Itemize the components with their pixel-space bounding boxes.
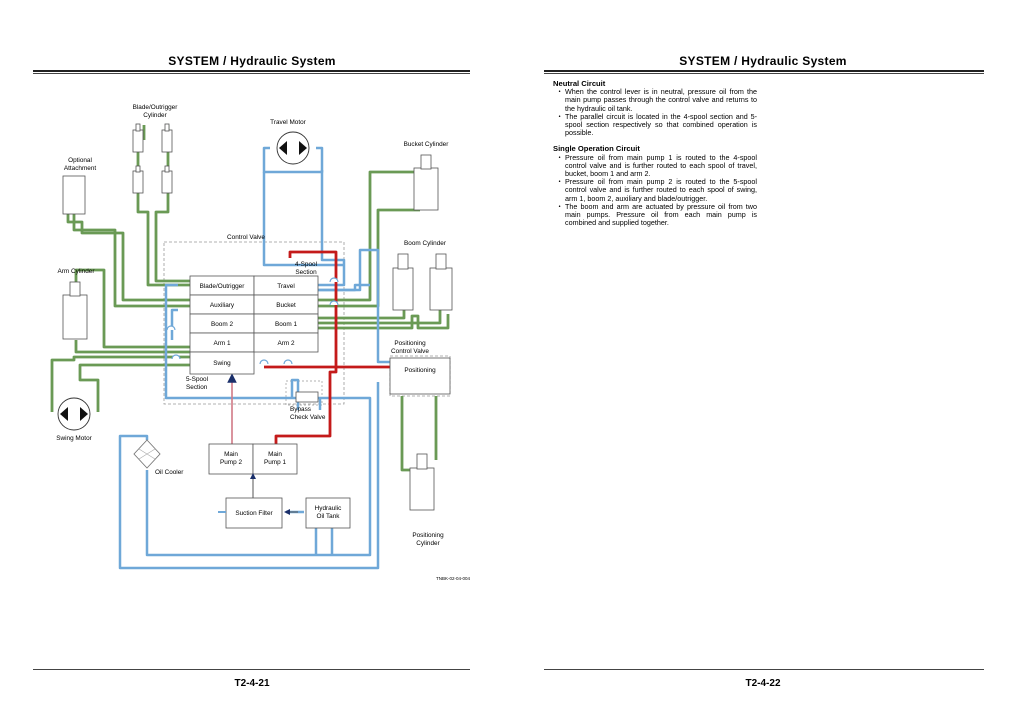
section-title-neutral: Neutral Circuit (553, 79, 606, 88)
svg-text:Cylinder: Cylinder (143, 112, 167, 119)
label-4-spool: 4-Spool (295, 261, 317, 268)
label-positioning: Positioning (404, 367, 436, 374)
label-travel-motor: Travel Motor (270, 119, 307, 126)
cylinders (62, 123, 453, 529)
label-main-pump-2: Main (224, 451, 238, 458)
right-page: SYSTEM / Hydraulic System T2-4-22 (511, 0, 1022, 722)
spool-swing (189, 351, 255, 375)
svg-text:Section: Section (295, 269, 317, 276)
oil-cooler (133, 439, 161, 469)
left-header-rule (33, 70, 470, 72)
label-bypass-check-valve: Bypass (290, 406, 311, 413)
left-page-footer: T2-4-21 (234, 678, 270, 689)
svg-text:Auxiliary: Auxiliary (210, 302, 235, 309)
label-oil-cooler: Oil Cooler (155, 469, 184, 476)
label-optional-attachment: Optional (68, 157, 92, 164)
control-valve (189, 275, 319, 375)
left-footer-rule (33, 669, 470, 670)
main-pump-2 (208, 443, 254, 475)
svg-text:Pump 2: Pump 2 (220, 459, 242, 466)
svg-text:Check Valve: Check Valve (290, 414, 326, 421)
spool-labels: Blade/Outrigger Travel Auxiliary Bucket … (200, 283, 298, 367)
list-item: ・Pressure oil from main pump 1 is routed… (556, 152, 757, 179)
label-main-pump-1: Main (268, 451, 282, 458)
swing-motor-icon (57, 397, 91, 431)
label-5-spool: 5-Spool (186, 376, 208, 383)
label-hydraulic-oil-tank: Hydraulic (315, 505, 342, 512)
svg-text:Control Valve: Control Valve (391, 348, 429, 355)
svg-text:Attachment: Attachment (64, 165, 97, 172)
circuit-description: Neutral Circuit ・When the control lever … (553, 79, 757, 235)
figure-id: TNBK-02-04-004 (436, 576, 471, 581)
svg-text:Bucket: Bucket (276, 302, 296, 309)
svg-text:Boom 1: Boom 1 (275, 321, 297, 328)
left-page-header: SYSTEM / Hydraulic System (168, 54, 336, 68)
svg-text:Blade/Outrigger: Blade/Outrigger (200, 283, 246, 290)
spool-arm2 (253, 332, 319, 353)
right-page-header: SYSTEM / Hydraulic System (679, 54, 847, 68)
diagram-labels: Blade/Outrigger Cylinder Travel Motor Bu… (56, 104, 470, 581)
label-arm-cylinder: Arm Cylinder (58, 268, 96, 275)
label-suction-filter: Suction Filter (235, 510, 273, 517)
svg-text:Pump 1: Pump 1 (264, 459, 286, 466)
arm-cylinder (62, 294, 88, 340)
crossover-arcs (166, 277, 339, 365)
svg-text:Oil Tank: Oil Tank (317, 513, 341, 520)
svg-text:Swing: Swing (213, 360, 231, 367)
neutral-circuit-list: ・When the control lever is in neutral, p… (553, 87, 757, 138)
label-positioning-control-valve: Positioning (394, 340, 426, 347)
svg-text:Travel: Travel (277, 283, 295, 290)
boom-cylinder-2 (429, 267, 453, 311)
bypass-valve-envelope (285, 380, 323, 406)
blade-cylinder (132, 129, 144, 153)
boom-cylinder-1 (392, 267, 414, 311)
label-swing-motor: Swing Motor (56, 435, 92, 442)
right-page-footer: T2-4-22 (745, 678, 781, 689)
swing-motor (57, 397, 91, 431)
left-page: SYSTEM / Hydraulic System T2-4-21 (33, 54, 470, 689)
label-boom-cylinder: Boom Cylinder (404, 240, 447, 247)
positioning-valve (389, 357, 451, 395)
label-positioning-cylinder: Positioning (412, 532, 444, 539)
list-item: ・The boom and arm are actuated by pressu… (556, 201, 757, 228)
svg-text:Boom 2: Boom 2 (211, 321, 233, 328)
optional-attachment (62, 175, 86, 215)
right-header-rule (544, 70, 984, 72)
single-operation-list: ・Pressure oil from main pump 1 is routed… (553, 152, 757, 228)
right-footer-rule (544, 669, 984, 670)
list-item: ・When the control lever is in neutral, p… (556, 87, 757, 113)
travel-motor-icon (276, 131, 310, 165)
list-item: ・Pressure oil from main pump 2 is routed… (556, 177, 757, 203)
list-item: ・The parallel circuit is located in the … (556, 111, 757, 138)
bypass-check-valve (295, 391, 319, 403)
section-title-single-operation: Single Operation Circuit (553, 144, 640, 154)
travel-motor (276, 131, 310, 165)
label-bucket-cylinder: Bucket Cylinder (404, 141, 450, 148)
svg-text:Arm 1: Arm 1 (213, 340, 230, 347)
bucket-cylinder (413, 167, 439, 211)
svg-text:Arm 2: Arm 2 (277, 340, 294, 347)
label-blade-cylinder: Blade/Outrigger (133, 104, 179, 111)
label-control-valve: Control Valve (227, 234, 265, 241)
hydraulic-oil-tank (305, 497, 351, 529)
positioning-cylinder (409, 467, 435, 511)
svg-text:Section: Section (186, 384, 208, 391)
return-lines (118, 146, 390, 570)
pump-line (264, 250, 390, 445)
svg-text:Cylinder: Cylinder (416, 540, 440, 547)
suction-filter (225, 497, 283, 529)
main-pump-1 (252, 443, 298, 475)
